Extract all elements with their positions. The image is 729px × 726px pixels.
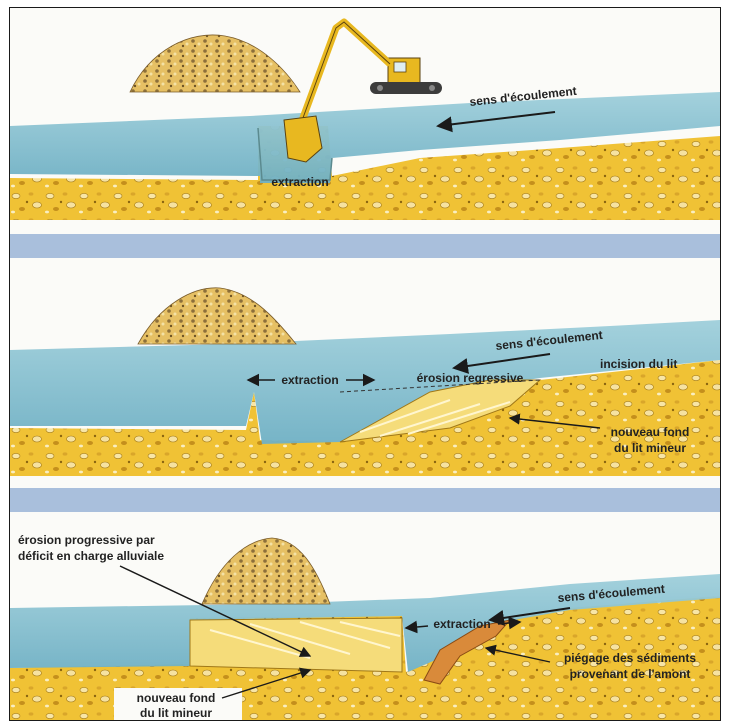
panel-separator-2 bbox=[10, 488, 720, 512]
panel-1-extraction-label: extraction bbox=[271, 175, 328, 189]
panel-2-regressive-label: érosion regressive bbox=[417, 371, 524, 385]
panel-3-trap-line1: piégage des sédiments bbox=[564, 651, 696, 665]
panel-3-progressive-line1: érosion progressive par bbox=[18, 533, 155, 547]
panel-2-heap bbox=[138, 288, 296, 344]
river-extraction-diagram: sens d'écoulement extraction sens d'écou… bbox=[10, 8, 720, 720]
panel-3-heap bbox=[202, 538, 330, 604]
panel-3-eroded-layers bbox=[190, 618, 402, 672]
panel-2-extraction-label: extraction bbox=[281, 373, 338, 387]
panel-3-trap-line2: provenant de l'amont bbox=[570, 667, 691, 681]
panel-3-progressive-line2: déficit en charge alluviale bbox=[18, 549, 164, 563]
panel-1: sens d'écoulement extraction bbox=[10, 22, 720, 220]
panel-separator-1 bbox=[10, 234, 720, 258]
diagram-frame: sens d'écoulement extraction sens d'écou… bbox=[9, 7, 721, 721]
panel-3-extraction-label: extraction bbox=[433, 617, 490, 631]
panel-3-new-bed-line1: nouveau fond bbox=[137, 691, 216, 705]
panel-2: sens d'écoulement incision du lit extrac… bbox=[10, 288, 720, 476]
panel-2-incision-label: incision du lit bbox=[600, 357, 677, 371]
panel-2-new-bed-line2: du lit mineur bbox=[614, 441, 686, 455]
panel-1-heap bbox=[130, 35, 300, 92]
panel-2-new-bed-line1: nouveau fond bbox=[611, 425, 690, 439]
panel-3: sens d'écoulement extraction érosion pro… bbox=[10, 533, 720, 720]
panel-3-new-bed-line2: du lit mineur bbox=[140, 706, 212, 720]
